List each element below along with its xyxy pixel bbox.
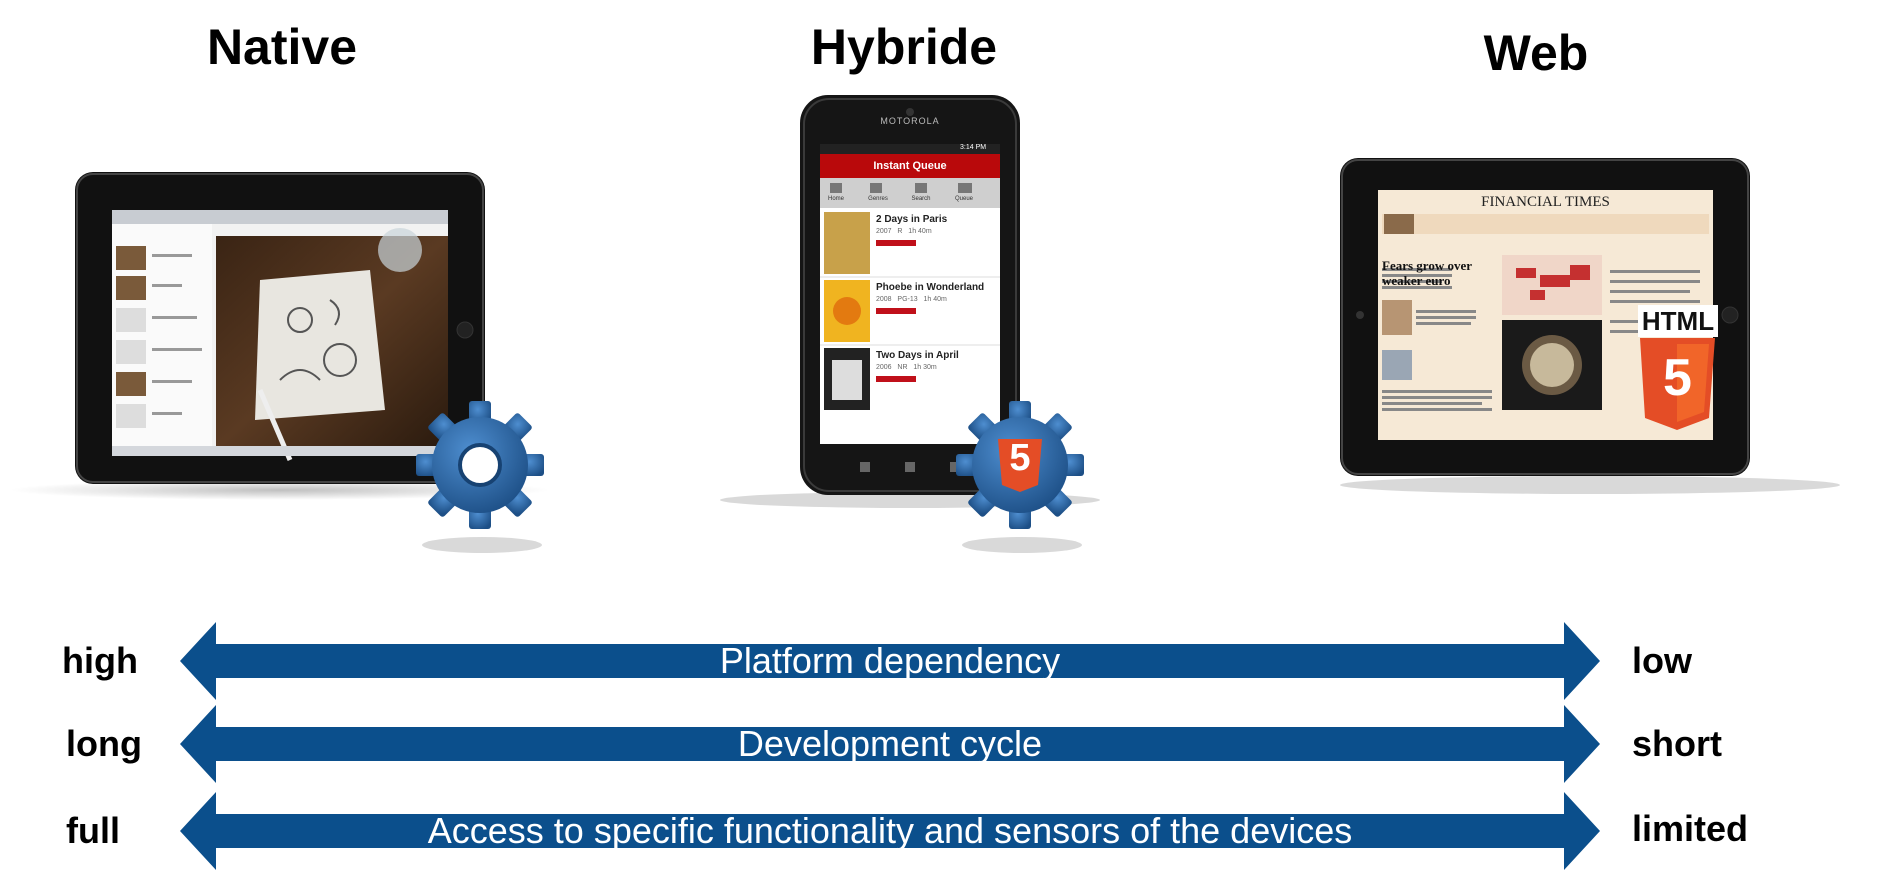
movie-title: Two Days in April <box>876 350 959 361</box>
native-title: Native <box>206 19 358 75</box>
movie-title: 2 Days in Paris <box>876 214 948 225</box>
double-arrow <box>180 792 1600 870</box>
platform-dependency-left: high <box>62 640 138 681</box>
movie-title: Phoebe in Wonderland <box>876 282 985 293</box>
hybrid-title: Hybride <box>810 19 998 75</box>
movie-meta: 2007 R 1h 40m <box>876 228 932 235</box>
html-shield-number: 5 <box>1663 349 1692 407</box>
native-tablet <box>0 160 560 560</box>
hybrid-phone: MOTOROLA 3:14 PM Instant Queue Home Genr… <box>700 90 1120 520</box>
movie-meta: 2006 NR 1h 30m <box>876 364 937 371</box>
device-access-right: limited <box>1632 808 1749 849</box>
html5-gear-icon: 5 <box>950 395 1090 565</box>
device-access-left: full <box>66 810 120 851</box>
platform-dependency-label: Platform dependency <box>719 640 1061 681</box>
development-cycle-right: short <box>1632 723 1722 764</box>
phone-app-title: Instant Queue <box>873 160 947 172</box>
double-arrow <box>180 622 1600 700</box>
device-access-label: Access to specific functionality and sen… <box>427 810 1353 851</box>
web-title: Web <box>1483 25 1589 81</box>
web-masthead: FINANCIAL TIMES <box>1481 194 1610 210</box>
html-label: HTML <box>1641 306 1715 336</box>
platform-dependency-right: low <box>1632 640 1692 681</box>
web-tablet: FINANCIAL TIMES Fears grow over weaker e… <box>1320 150 1840 520</box>
phone-tab-home: Home <box>827 196 844 202</box>
phone-brand: MOTOROLA <box>880 116 940 126</box>
html5-number: 5 <box>1009 437 1031 479</box>
phone-tab-search: Search <box>911 196 931 202</box>
web-headline: Fears grow over weaker euro <box>1382 258 1472 288</box>
gear-icon <box>410 395 550 565</box>
double-arrow <box>180 705 1600 783</box>
phone-tab-genres: Genres <box>868 196 888 202</box>
phone-tab-queue: Queue <box>954 196 973 202</box>
phone-time: 3:14 PM <box>960 144 987 151</box>
development-cycle-label: Development cycle <box>737 723 1043 764</box>
movie-meta: 2008 PG-13 1h 40m <box>876 296 947 303</box>
development-cycle-left: long <box>66 723 142 764</box>
